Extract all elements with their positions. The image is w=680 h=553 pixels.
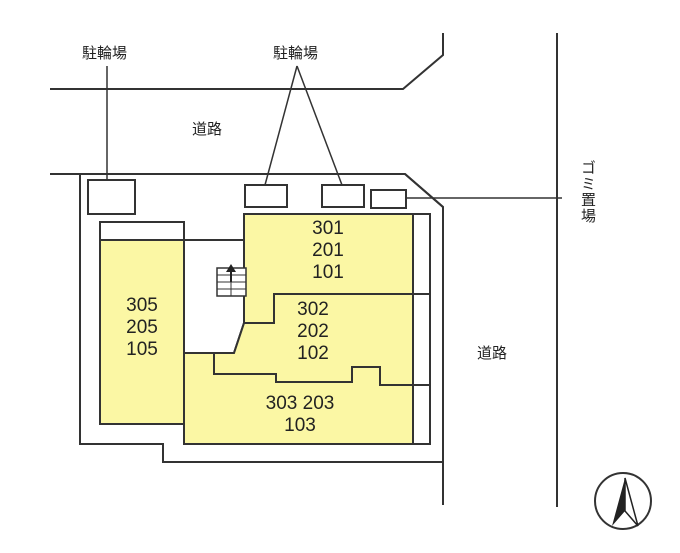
unit-label-block-c: 305 205 105 [112,295,172,361]
unit-label-block-d: 303 203 103 [240,393,360,437]
parking-label-top: 駐輪場 [273,44,319,62]
unit-number: 202 [297,321,329,342]
unit-label-block-b: 302 202 102 [283,299,343,365]
leader-parking-top-1 [264,65,298,186]
site-lot [79,173,444,463]
unit-label-block-a: 301 201 101 [298,218,358,284]
garbage-box [370,189,407,209]
road-boundary-top [50,33,444,90]
bike-parking-left-box [87,179,136,215]
corridor-right [412,213,431,445]
unit-block-c [99,239,185,425]
bike-parking-box-2 [321,184,365,208]
unit-number: 102 [297,343,329,364]
garbage-label: ゴミ置場 [579,160,597,224]
bike-parking-box-1 [244,184,288,208]
north-arrow-icon [594,472,652,530]
road-label-top: 道路 [192,120,223,138]
leader-parking-top-2 [296,65,343,186]
unit-number: 105 [126,339,158,360]
unit-number: 303 203 [265,393,335,414]
unit-number: 302 [297,299,329,320]
unit-number: 205 [126,317,158,338]
unit-number: 301 [312,218,344,239]
unit-number: 305 [126,295,158,316]
staircase [216,264,247,297]
unit-number: 201 [312,240,344,261]
unit-number: 101 [312,262,344,283]
road-label-right: 道路 [477,344,508,362]
corridor-left-top [99,221,185,241]
unit-number: 103 [284,415,316,436]
parking-label-left: 駐輪場 [82,44,128,62]
